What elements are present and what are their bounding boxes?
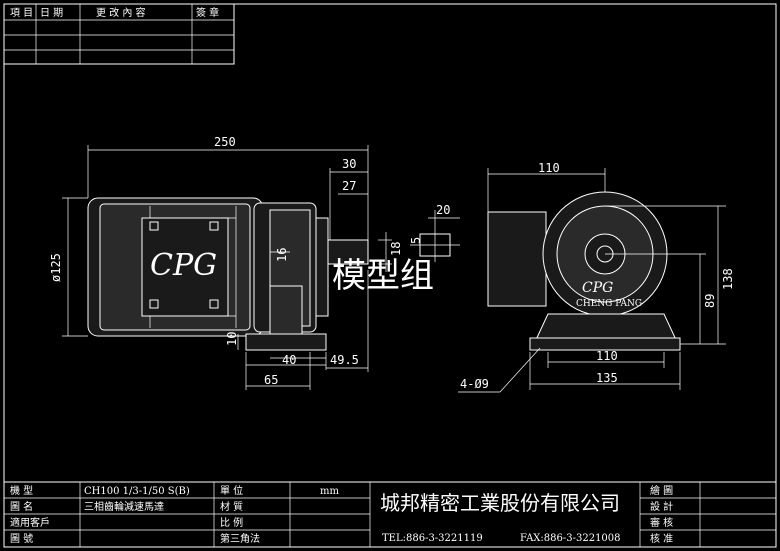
dim-holes: 4-Ø9: [460, 377, 489, 391]
dim-key-20: 20: [436, 203, 450, 217]
dim-shaft-30: 30: [342, 157, 356, 171]
unit-value: mm: [320, 486, 339, 497]
dim-motor-dia: ø125: [49, 253, 63, 282]
revision-item-header: 項 目: [10, 7, 33, 19]
base-foot: [245, 333, 327, 351]
revision-date-header: 日 期: [40, 7, 63, 19]
dim-front-110: 110: [538, 161, 560, 175]
name-value: 三相齒輪減速馬達: [84, 500, 164, 513]
unit-label: 單 位: [220, 484, 243, 497]
revision-change-header: 更 改 內 容: [96, 6, 146, 19]
dim-base-49-5: 49.5: [330, 353, 359, 367]
design-label: 設 計: [650, 500, 673, 513]
dim-shaft-27: 27: [342, 179, 356, 193]
drawn-label: 繪 圖: [650, 484, 673, 497]
revision-sign-header: 簽 章: [196, 6, 219, 19]
company-tel: TEL:886-3-3221119: [382, 533, 483, 544]
title-block: 機 型 CH100 1/3-1/50 S(B) 圖 名 三相齒輪減速馬達 適用客…: [3, 481, 777, 548]
dim-front-base-110: 110: [596, 349, 618, 363]
dim-front-89: 89: [703, 294, 717, 308]
model-value: CH100 1/3-1/50 S(B): [84, 486, 190, 497]
key-detail: 20 5: [409, 203, 460, 262]
customer-label: 適用客戶: [10, 516, 50, 529]
dim-key-5: 5: [409, 237, 423, 244]
dim-base-10: 10: [225, 332, 239, 346]
company-fax: FAX:886-3-3221008: [520, 533, 621, 544]
check-label: 審 核: [650, 516, 673, 529]
company-name: 城邦精密工業股份有限公司: [380, 491, 620, 515]
front-view: CPG CHENG PANG 110 138 89 110 135 4-Ø9: [458, 161, 735, 393]
revision-table: 項 目 日 期 更 改 內 容 簽 章: [3, 3, 235, 65]
model-label: 機 型: [10, 484, 33, 497]
side-logo: CPG: [150, 248, 217, 283]
front-logo: CPG: [582, 280, 613, 296]
output-shaft: [327, 239, 369, 265]
watermark: 模型组: [332, 256, 434, 296]
scale-label: 比 例: [220, 516, 243, 529]
name-label: 圖 名: [10, 500, 33, 513]
dim-base-65: 65: [264, 373, 278, 387]
material-label: 材 質: [220, 500, 243, 513]
drawing-no-label: 圖 號: [10, 532, 33, 545]
approve-label: 核 准: [650, 532, 673, 545]
dim-shaft-dia-18: 18: [389, 242, 403, 256]
projection-label: 第三角法: [220, 532, 260, 545]
dim-front-base-135: 135: [596, 371, 618, 385]
dim-front-138: 138: [721, 268, 735, 290]
dim-base-40: 40: [282, 353, 296, 367]
dim-overall-length: 250: [214, 135, 236, 149]
front-brand: CHENG PANG: [576, 299, 642, 309]
side-view: CPG: [49, 135, 460, 390]
dim-16: 16: [275, 248, 289, 262]
